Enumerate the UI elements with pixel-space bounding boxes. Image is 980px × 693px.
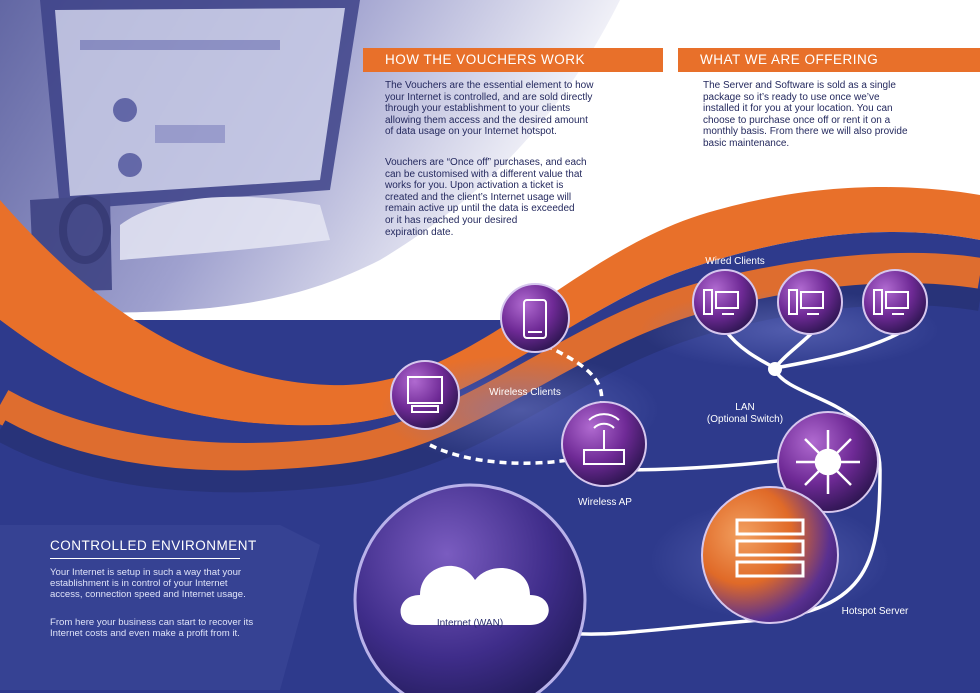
wireless-ap-label: Wireless AP xyxy=(578,497,632,508)
desktop-computer-icon xyxy=(703,289,739,315)
cloud-icon xyxy=(400,565,549,625)
hotspot-server-label: Hotspot Server xyxy=(841,606,909,617)
controlled-paragraph-2: From here your business can start to rec… xyxy=(50,617,254,639)
offering-title: WHAT WE ARE OFFERING xyxy=(700,52,879,67)
server-rack-icon xyxy=(735,518,805,578)
lan-label: LAN xyxy=(735,402,755,413)
controlled-paragraph-1: Your Internet is setup in such a way tha… xyxy=(50,567,246,600)
monitor-icon xyxy=(407,376,443,413)
internet-label: Internet (WAN) xyxy=(436,618,504,629)
controlled-heading: CONTROLLED ENVIRONMENT xyxy=(50,538,257,553)
desktop-computer-icon xyxy=(873,289,909,315)
vouchers-paragraph-1: The Vouchers are the essential element t… xyxy=(385,80,594,138)
lan-sublabel: (Optional Switch) xyxy=(706,414,784,425)
vouchers-heading: HOW THE VOUCHERS WORK xyxy=(363,48,663,72)
vouchers-paragraph-2: Vouchers are “Once off” purchases, and e… xyxy=(385,157,587,238)
wired-clients-label: Wired Clients xyxy=(705,256,765,267)
smartphone-icon xyxy=(523,299,547,339)
laptop-photo xyxy=(30,0,360,292)
lan-switch-node xyxy=(768,362,782,376)
wireless-clients-label: Wireless Clients xyxy=(489,387,561,398)
desktop-computer-icon xyxy=(788,289,824,315)
offering-heading: WHAT WE ARE OFFERING xyxy=(678,48,980,72)
vouchers-title: HOW THE VOUCHERS WORK xyxy=(385,52,586,67)
switch-hub-icon xyxy=(796,430,860,494)
router-icon xyxy=(583,413,625,465)
offering-paragraph-1: The Server and Software is sold as a sin… xyxy=(703,80,908,149)
controlled-divider xyxy=(50,558,240,559)
